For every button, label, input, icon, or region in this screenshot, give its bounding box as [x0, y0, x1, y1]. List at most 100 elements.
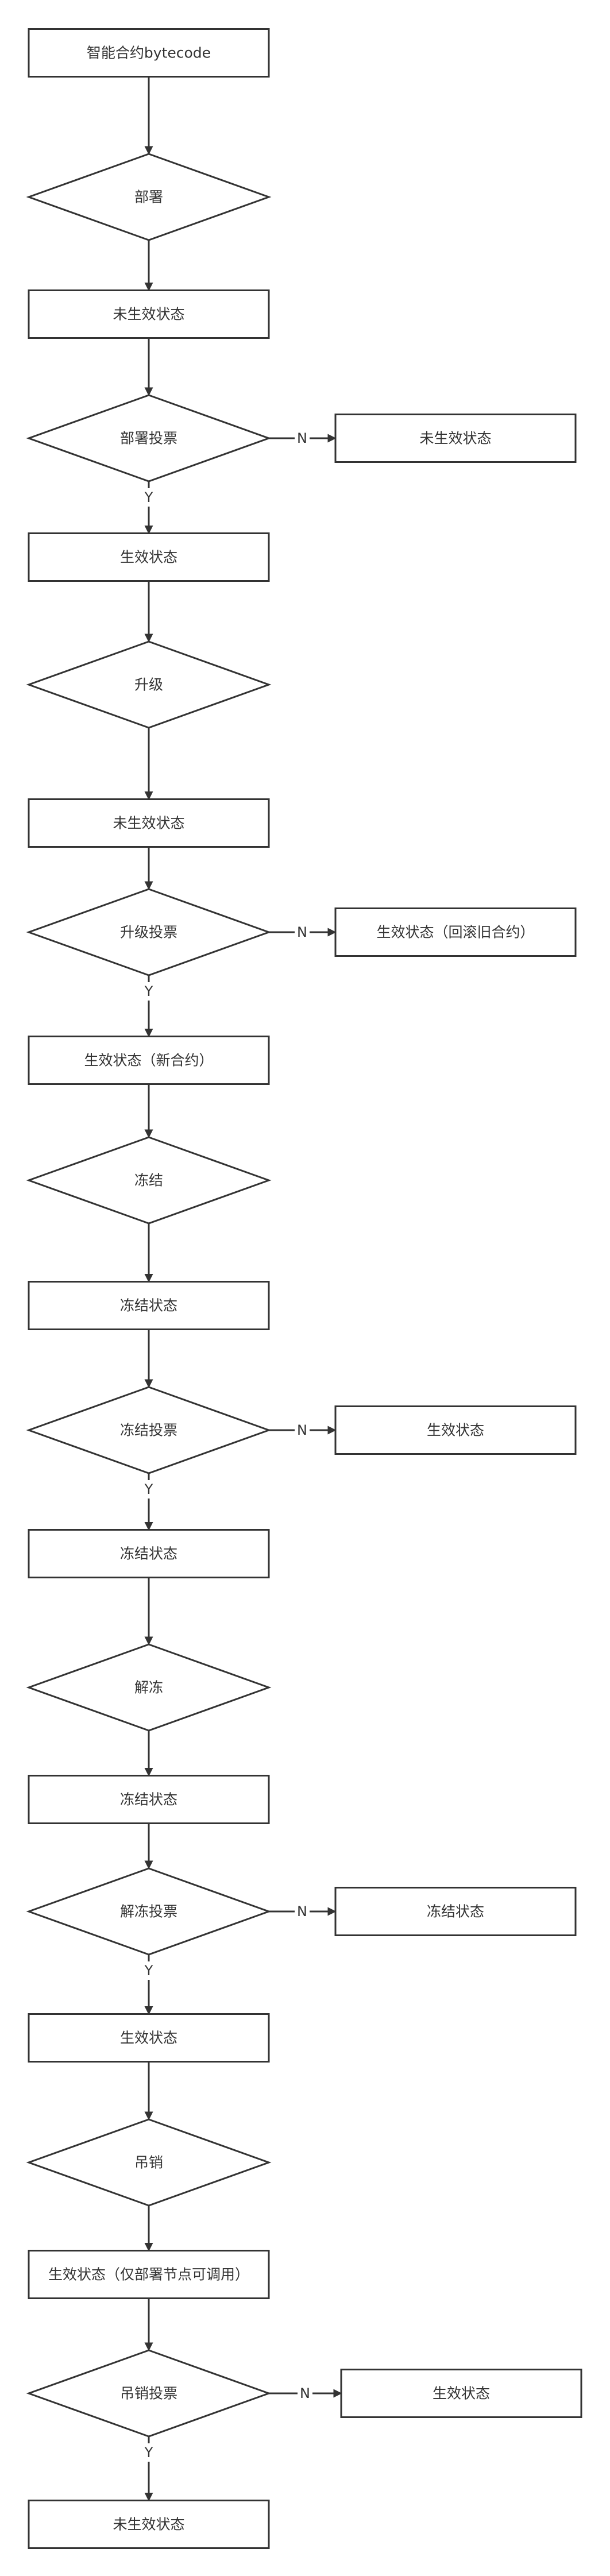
process-box [28, 28, 270, 78]
decision-diamond [26, 153, 272, 241]
node-label: 冻结状态 [120, 1546, 177, 1562]
process-node-r2: 生效状态（回滚旧合约） [334, 907, 577, 957]
edge-label: N [297, 1422, 307, 1438]
node-label: 生效状态 [120, 549, 177, 566]
node-label: 吊销投票 [120, 2385, 177, 2402]
process-node-n4: 未生效状态 [28, 798, 270, 848]
node-label: 生效状态 [120, 2030, 177, 2046]
process-box [28, 1281, 270, 1330]
edge-label: Y [144, 983, 153, 999]
process-node-r1: 未生效状态 [334, 414, 577, 463]
process-node-n1: 智能合约bytecode [28, 28, 270, 78]
process-node-n10: 生效状态（仅部署节点可调用） [28, 2250, 270, 2299]
node-label: 吊销 [134, 2154, 163, 2171]
node-label: 冻结投票 [120, 1422, 177, 1439]
decision-node-d4: 升级投票 [26, 888, 272, 976]
process-box [28, 798, 270, 848]
decision-node-d1: 部署 [26, 153, 272, 241]
edge-label-bg [298, 2384, 312, 2403]
decision-node-d2: 部署投票 [26, 394, 272, 482]
process-node-n11: 未生效状态 [28, 2500, 270, 2549]
node-label: 解冻 [134, 1679, 163, 1696]
node-label: 未生效状态 [113, 306, 184, 323]
process-node-n3: 生效状态 [28, 532, 270, 582]
decision-node-d3: 升级 [26, 640, 272, 729]
edge-label-bg [141, 488, 156, 507]
process-node-n9: 生效状态 [28, 2013, 270, 2063]
process-box [28, 2250, 270, 2299]
edge-d4-r2: N [269, 923, 337, 941]
process-node-r3: 生效状态 [334, 1405, 577, 1455]
node-label: 冻结状态 [427, 1903, 484, 1920]
process-box [334, 907, 577, 957]
edge-label-bg [295, 1902, 310, 1921]
edge-label: Y [144, 2444, 153, 2461]
decision-node-d8: 解冻投票 [26, 1867, 272, 1956]
edge-d2-r1: N [269, 429, 337, 447]
decision-diamond [26, 1136, 272, 1225]
node-label: 生效状态 [427, 1422, 484, 1439]
decision-diamond [26, 640, 272, 729]
node-label: 未生效状态 [419, 430, 491, 447]
decision-diamond [26, 888, 272, 976]
process-box [28, 1036, 270, 1085]
edge-d4-n5: Y [141, 975, 156, 1037]
edge-label-bg [141, 1480, 156, 1499]
edge-label: N [297, 924, 307, 940]
node-label: 冻结状态 [120, 1297, 177, 1314]
edge-label: Y [144, 1963, 153, 1979]
edge-d8-n9: Y [141, 1955, 156, 2015]
edge-label-bg [141, 1961, 156, 1980]
decision-node-d9: 吊销 [26, 2118, 272, 2207]
node-label: 生效状态 [433, 2385, 490, 2402]
process-box [28, 2013, 270, 2063]
process-box [28, 2500, 270, 2549]
edge-label: N [297, 1903, 307, 1920]
process-node-r5: 生效状态 [340, 2369, 582, 2418]
process-node-n8: 冻结状态 [28, 1775, 270, 1824]
node-label: 智能合约bytecode [87, 45, 211, 61]
process-box [28, 532, 270, 582]
decision-diamond [26, 394, 272, 482]
edge-label: N [297, 430, 307, 446]
node-label: 生效状态（回滚旧合约） [376, 924, 534, 941]
process-node-n6: 冻结状态 [28, 1281, 270, 1330]
decision-diamond [26, 1643, 272, 1732]
edge-label-bg [295, 1421, 310, 1439]
node-label: 冻结状态 [120, 1791, 177, 1808]
node-label: 生效状态（仅部署节点可调用） [48, 2266, 249, 2283]
edge-d2-n3: Y [141, 481, 156, 534]
decision-diamond [26, 1386, 272, 1474]
node-label: 生效状态（新合约） [84, 1052, 213, 1069]
edge-label-bg [141, 982, 156, 1001]
process-box [28, 1529, 270, 1578]
process-box [28, 289, 270, 339]
edge-label-bg [295, 429, 310, 447]
edge-d6-r3: N [269, 1421, 337, 1439]
decision-diamond [26, 1867, 272, 1956]
process-box [334, 1887, 577, 1936]
process-box [28, 1775, 270, 1824]
edge-d10-n11: Y [141, 2436, 156, 2501]
node-label: 部署投票 [120, 430, 177, 447]
edge-label: Y [144, 1481, 153, 1497]
decision-node-d7: 解冻 [26, 1643, 272, 1732]
process-node-n5: 生效状态（新合约） [28, 1036, 270, 1085]
node-label: 解冻投票 [120, 1903, 177, 1920]
process-box [340, 2369, 582, 2418]
process-box [334, 1405, 577, 1455]
process-node-r4: 冻结状态 [334, 1887, 577, 1936]
node-label: 部署 [134, 189, 163, 206]
node-label: 升级投票 [120, 924, 177, 941]
node-label: 升级 [134, 677, 163, 693]
node-label: 冻结 [134, 1172, 163, 1189]
node-label: 未生效状态 [113, 2516, 184, 2533]
decision-diamond [26, 2349, 272, 2438]
edge-d8-r4: N [269, 1902, 337, 1921]
nodes-layer: 智能合约bytecode部署未生效状态部署投票未生效状态生效状态升级未生效状态升… [26, 28, 582, 2549]
decision-node-d10: 吊销投票 [26, 2349, 272, 2438]
decision-diamond [26, 2118, 272, 2207]
process-box [334, 414, 577, 463]
